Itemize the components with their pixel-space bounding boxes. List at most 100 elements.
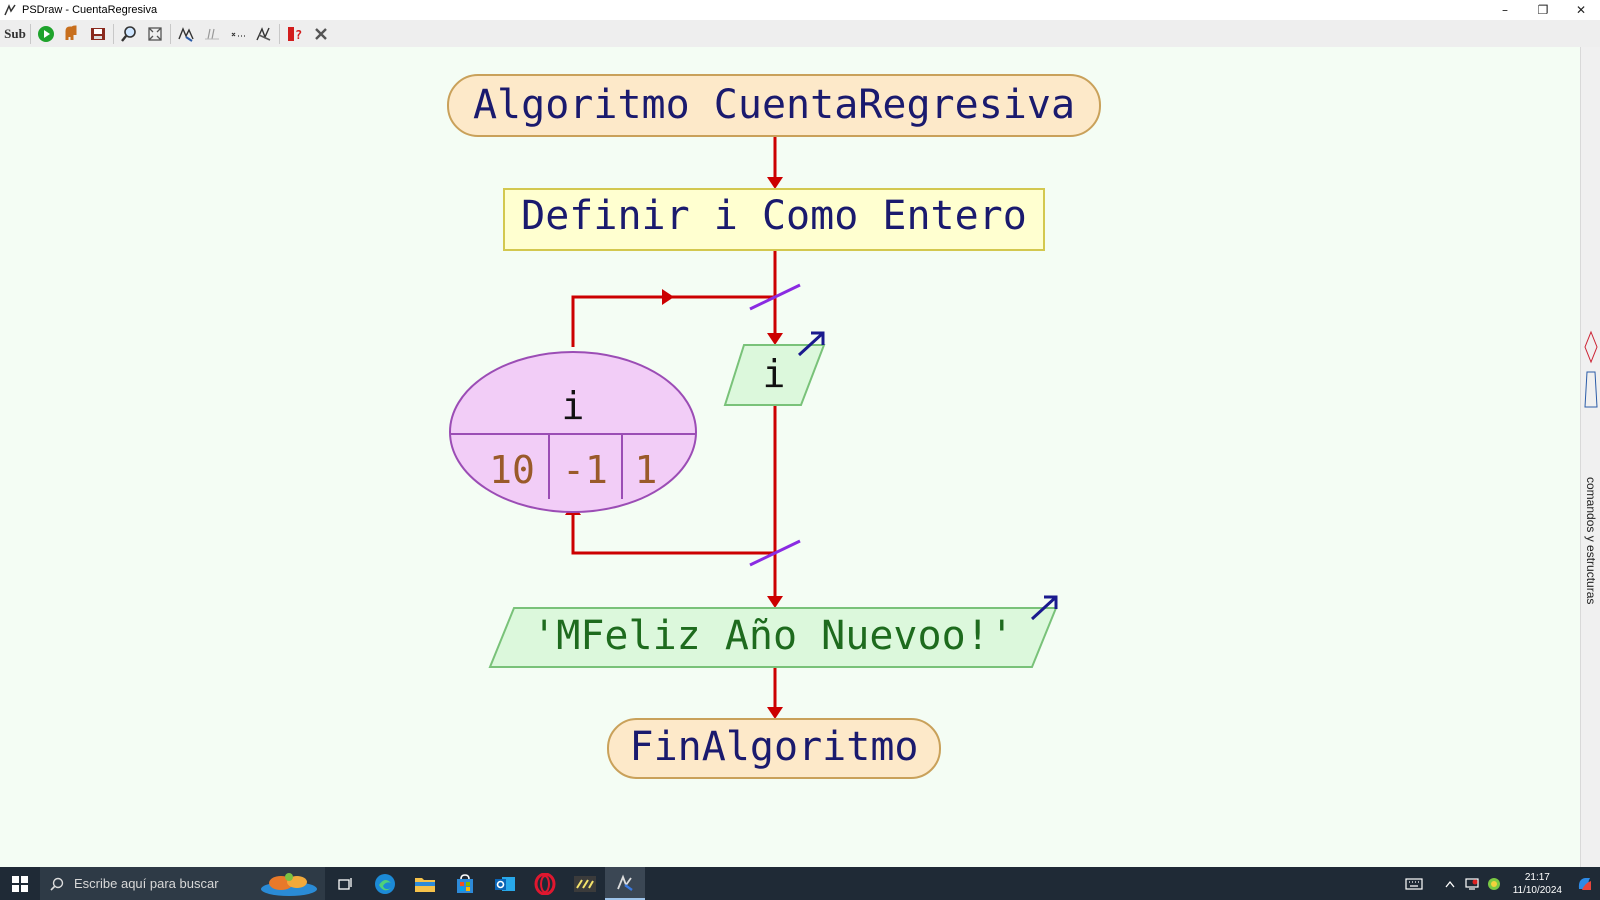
fit-icon [148, 26, 162, 41]
search-placeholder: Escribe aquí para buscar [74, 876, 219, 891]
outlook-button[interactable] [485, 867, 525, 900]
help-button[interactable]: ? [282, 22, 308, 46]
for-loop-block[interactable]: i 10 -1 1 [449, 351, 697, 513]
file-explorer-icon [415, 877, 435, 892]
sidebar-handle-icon [1584, 330, 1598, 408]
task-view-icon [338, 877, 352, 890]
title-bar: PSDraw - CuentaRegresiva – ❐ ✕ [0, 0, 1600, 20]
close-tool-button[interactable] [308, 22, 334, 46]
clock-time: 21:17 [1524, 871, 1550, 883]
flowchart-canvas[interactable]: Algoritmo CuentaRegresiva Definir i Como… [0, 47, 1580, 867]
draw-icon [256, 26, 271, 41]
draw-button[interactable] [251, 22, 277, 46]
toolbar-separator [113, 23, 114, 44]
arrowhead [767, 177, 783, 189]
network-icon [1465, 877, 1479, 890]
window-title: PSDraw - CuentaRegresiva [22, 4, 158, 16]
save-button[interactable] [85, 22, 111, 46]
restore-button[interactable]: ❐ [1537, 3, 1549, 17]
start-text: Algoritmo CuentaRegresiva [473, 82, 1075, 128]
psdraw-icon [617, 874, 633, 891]
sub-label: Sub [4, 25, 26, 41]
arrowhead [767, 333, 783, 345]
status-button[interactable] [1483, 867, 1505, 900]
minimize-button[interactable]: – [1502, 3, 1508, 17]
psdraw-button[interactable] [605, 867, 645, 900]
flowchart: Algoritmo CuentaRegresiva Definir i Como… [447, 74, 1101, 779]
loop-end: 1 [635, 448, 658, 492]
keyboard-icon [1405, 877, 1423, 890]
windows-icon [12, 875, 28, 892]
close-window-button[interactable]: ✕ [1575, 3, 1587, 17]
fit-button[interactable] [142, 22, 168, 46]
toolbar: Sub ? [0, 20, 1600, 47]
comment-icon [205, 28, 219, 39]
search-icon [50, 877, 64, 891]
commands-sidebar[interactable]: comandos y estructuras [1580, 47, 1600, 867]
output-i-block[interactable]: i [723, 331, 826, 406]
file-explorer-button[interactable] [405, 867, 445, 900]
edit-button[interactable] [173, 22, 199, 46]
run-button[interactable] [33, 22, 59, 46]
output-message-text: 'MFeliz Año Nuevoo!' [532, 613, 1014, 659]
loop-bottom-connector [571, 510, 775, 555]
save-icon [91, 27, 105, 40]
pseint-button[interactable] [565, 867, 605, 900]
loop-start: 10 [489, 448, 535, 492]
connectors [565, 136, 801, 719]
define-block[interactable]: Definir i Como Entero [503, 188, 1045, 251]
system-tray: 21:17 11/10/2024 [1403, 867, 1600, 900]
opera-button[interactable] [525, 867, 565, 900]
opera-icon [534, 872, 556, 895]
define-text: Definir i Como Entero [521, 193, 1027, 239]
toolbar-separator [30, 23, 31, 44]
store-icon [457, 873, 473, 893]
arrowhead [662, 289, 674, 305]
toolbar-separator [279, 23, 280, 44]
end-text: FinAlgoritmo [630, 724, 919, 770]
taskbar: Escribe aquí para buscar [0, 867, 1600, 900]
keyboard-button[interactable] [1403, 867, 1425, 900]
sidebar-label: comandos y estructuras [1584, 477, 1598, 605]
zoom-button[interactable] [116, 22, 142, 46]
loop-slash-top [749, 283, 801, 311]
clock-date: 11/10/2024 [1512, 884, 1562, 896]
show-hidden-icons-button[interactable] [1439, 867, 1461, 900]
arrowhead [767, 707, 783, 719]
start-terminal[interactable]: Algoritmo CuentaRegresiva [447, 74, 1101, 137]
loop-slash-bottom [749, 539, 801, 567]
task-view-button[interactable] [325, 867, 365, 900]
run-icon [38, 25, 54, 42]
loop-top-connector [571, 295, 775, 347]
step-button[interactable] [59, 22, 85, 46]
help-icon: ? [288, 26, 302, 42]
sub-button[interactable]: Sub [2, 22, 28, 46]
copilot-icon [1578, 877, 1591, 890]
var-icon [231, 32, 245, 37]
start-button[interactable] [0, 867, 40, 900]
comment-button[interactable] [199, 22, 225, 46]
output-arrow-icon [1030, 595, 1058, 621]
toolbar-separator [170, 23, 171, 44]
network-button[interactable] [1461, 867, 1483, 900]
output-arrow-icon [797, 331, 825, 357]
loop-variable: i [562, 384, 585, 428]
search-highlight-icon [261, 873, 317, 896]
psdraw-app-icon [4, 4, 16, 16]
pseint-icon [574, 875, 596, 892]
store-button[interactable] [445, 867, 485, 900]
svg-text:?: ? [295, 28, 302, 42]
edit-icon [178, 26, 194, 42]
output-i-text: i [763, 352, 786, 396]
edge-button[interactable] [365, 867, 405, 900]
edge-icon [375, 873, 395, 894]
zoom-icon [121, 25, 136, 42]
notifications-button[interactable] [1570, 867, 1600, 900]
chevron-up-icon [1445, 880, 1455, 887]
variable-button[interactable] [225, 22, 251, 46]
clock[interactable]: 21:17 11/10/2024 [1513, 871, 1562, 897]
end-terminal[interactable]: FinAlgoritmo [607, 718, 941, 779]
taskbar-search[interactable]: Escribe aquí para buscar [40, 867, 325, 900]
outlook-icon [495, 876, 515, 891]
output-message-block[interactable]: 'MFeliz Año Nuevoo!' [488, 595, 1058, 668]
